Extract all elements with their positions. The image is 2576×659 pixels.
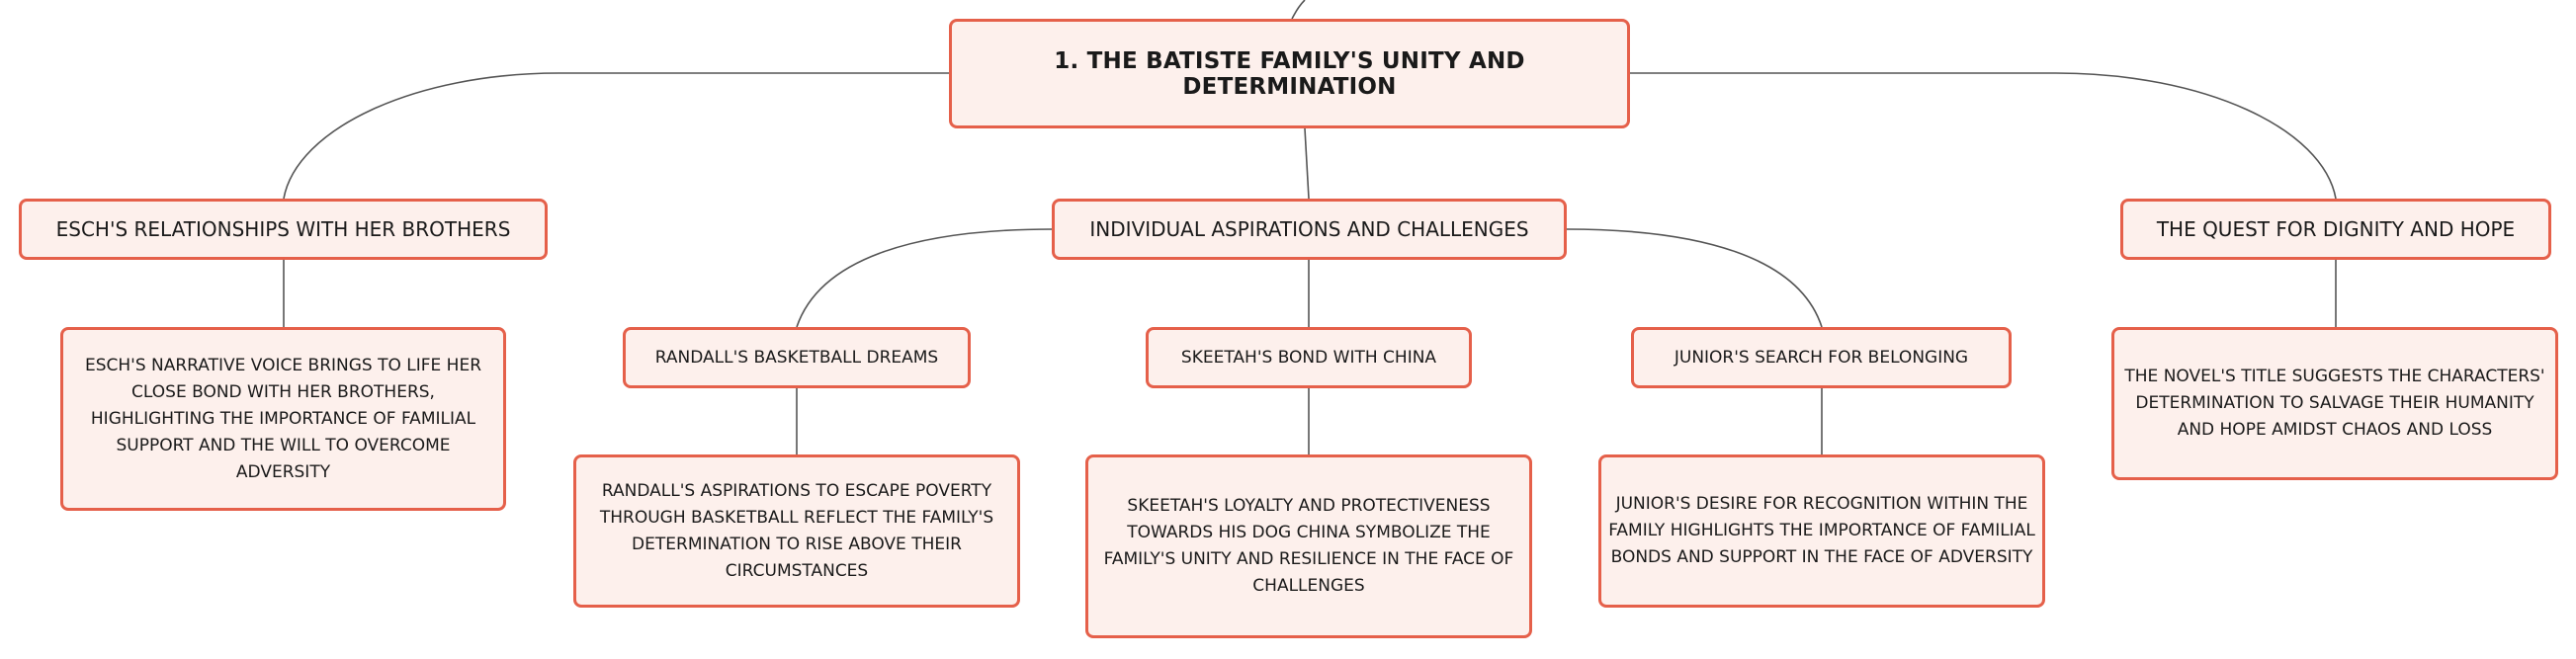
connector-root-quest <box>1630 72 2337 200</box>
topic-junior-belonging-label: JUNIOR'S SEARCH FOR BELONGING <box>1674 348 1969 368</box>
topic-dignity-hope[interactable]: THE QUEST FOR DIGNITY AND HOPE <box>2120 199 2551 260</box>
topic-skeetah-china-label: SKEETAH'S BOND WITH CHINA <box>1180 348 1437 368</box>
detail-dignity-hope-text: THE NOVEL'S TITLE SUGGESTS THE CHARACTER… <box>2124 367 2545 440</box>
detail-skeetah-china-text: SKEETAH'S LOYALTY AND PROTECTIVENESS TOW… <box>1103 496 1514 596</box>
topic-individual-aspirations[interactable]: INDIVIDUAL ASPIRATIONS AND CHALLENGES <box>1052 199 1567 260</box>
detail-randall-basketball[interactable]: RANDALL'S ASPIRATIONS TO ESCAPE POVERTY … <box>573 454 1020 608</box>
connector-root-esch <box>283 72 949 200</box>
topic-dignity-hope-label: THE QUEST FOR DIGNITY AND HOPE <box>2156 217 2516 241</box>
connector-root-individual <box>1304 127 1310 200</box>
detail-junior-belonging[interactable]: JUNIOR'S DESIRE FOR RECOGNITION WITHIN T… <box>1598 454 2045 608</box>
connector-individual-junior <box>1566 228 1823 328</box>
detail-skeetah-china[interactable]: SKEETAH'S LOYALTY AND PROTECTIVENESS TOW… <box>1085 454 1532 638</box>
detail-randall-basketball-text: RANDALL'S ASPIRATIONS TO ESCAPE POVERTY … <box>599 480 994 581</box>
root-topic-label: 1. THE BATISTE FAMILY'S UNITY AND DETERM… <box>1054 47 1525 100</box>
detail-junior-belonging-text: JUNIOR'S DESIRE FOR RECOGNITION WITHIN T… <box>1608 494 2035 567</box>
topic-randall-basketball[interactable]: RANDALL'S BASKETBALL DREAMS <box>623 327 971 388</box>
topic-individual-aspirations-label: INDIVIDUAL ASPIRATIONS AND CHALLENGES <box>1089 217 1529 241</box>
topic-esch-relationships[interactable]: ESCH'S RELATIONSHIPS WITH HER BROTHERS <box>19 199 548 260</box>
connector-individual-randall <box>796 228 1053 328</box>
topic-randall-basketball-label: RANDALL'S BASKETBALL DREAMS <box>654 348 939 368</box>
topic-skeetah-china[interactable]: SKEETAH'S BOND WITH CHINA <box>1146 327 1472 388</box>
detail-esch-relationships-text: ESCH'S NARRATIVE VOICE BRINGS TO LIFE HE… <box>84 355 482 482</box>
connector-root-parent <box>1291 0 1306 20</box>
root-topic[interactable]: 1. THE BATISTE FAMILY'S UNITY AND DETERM… <box>949 19 1630 128</box>
detail-dignity-hope[interactable]: THE NOVEL'S TITLE SUGGESTS THE CHARACTER… <box>2111 327 2558 480</box>
topic-junior-belonging[interactable]: JUNIOR'S SEARCH FOR BELONGING <box>1631 327 2012 388</box>
detail-esch-relationships[interactable]: ESCH'S NARRATIVE VOICE BRINGS TO LIFE HE… <box>60 327 506 511</box>
topic-esch-relationships-label: ESCH'S RELATIONSHIPS WITH HER BROTHERS <box>55 217 511 241</box>
